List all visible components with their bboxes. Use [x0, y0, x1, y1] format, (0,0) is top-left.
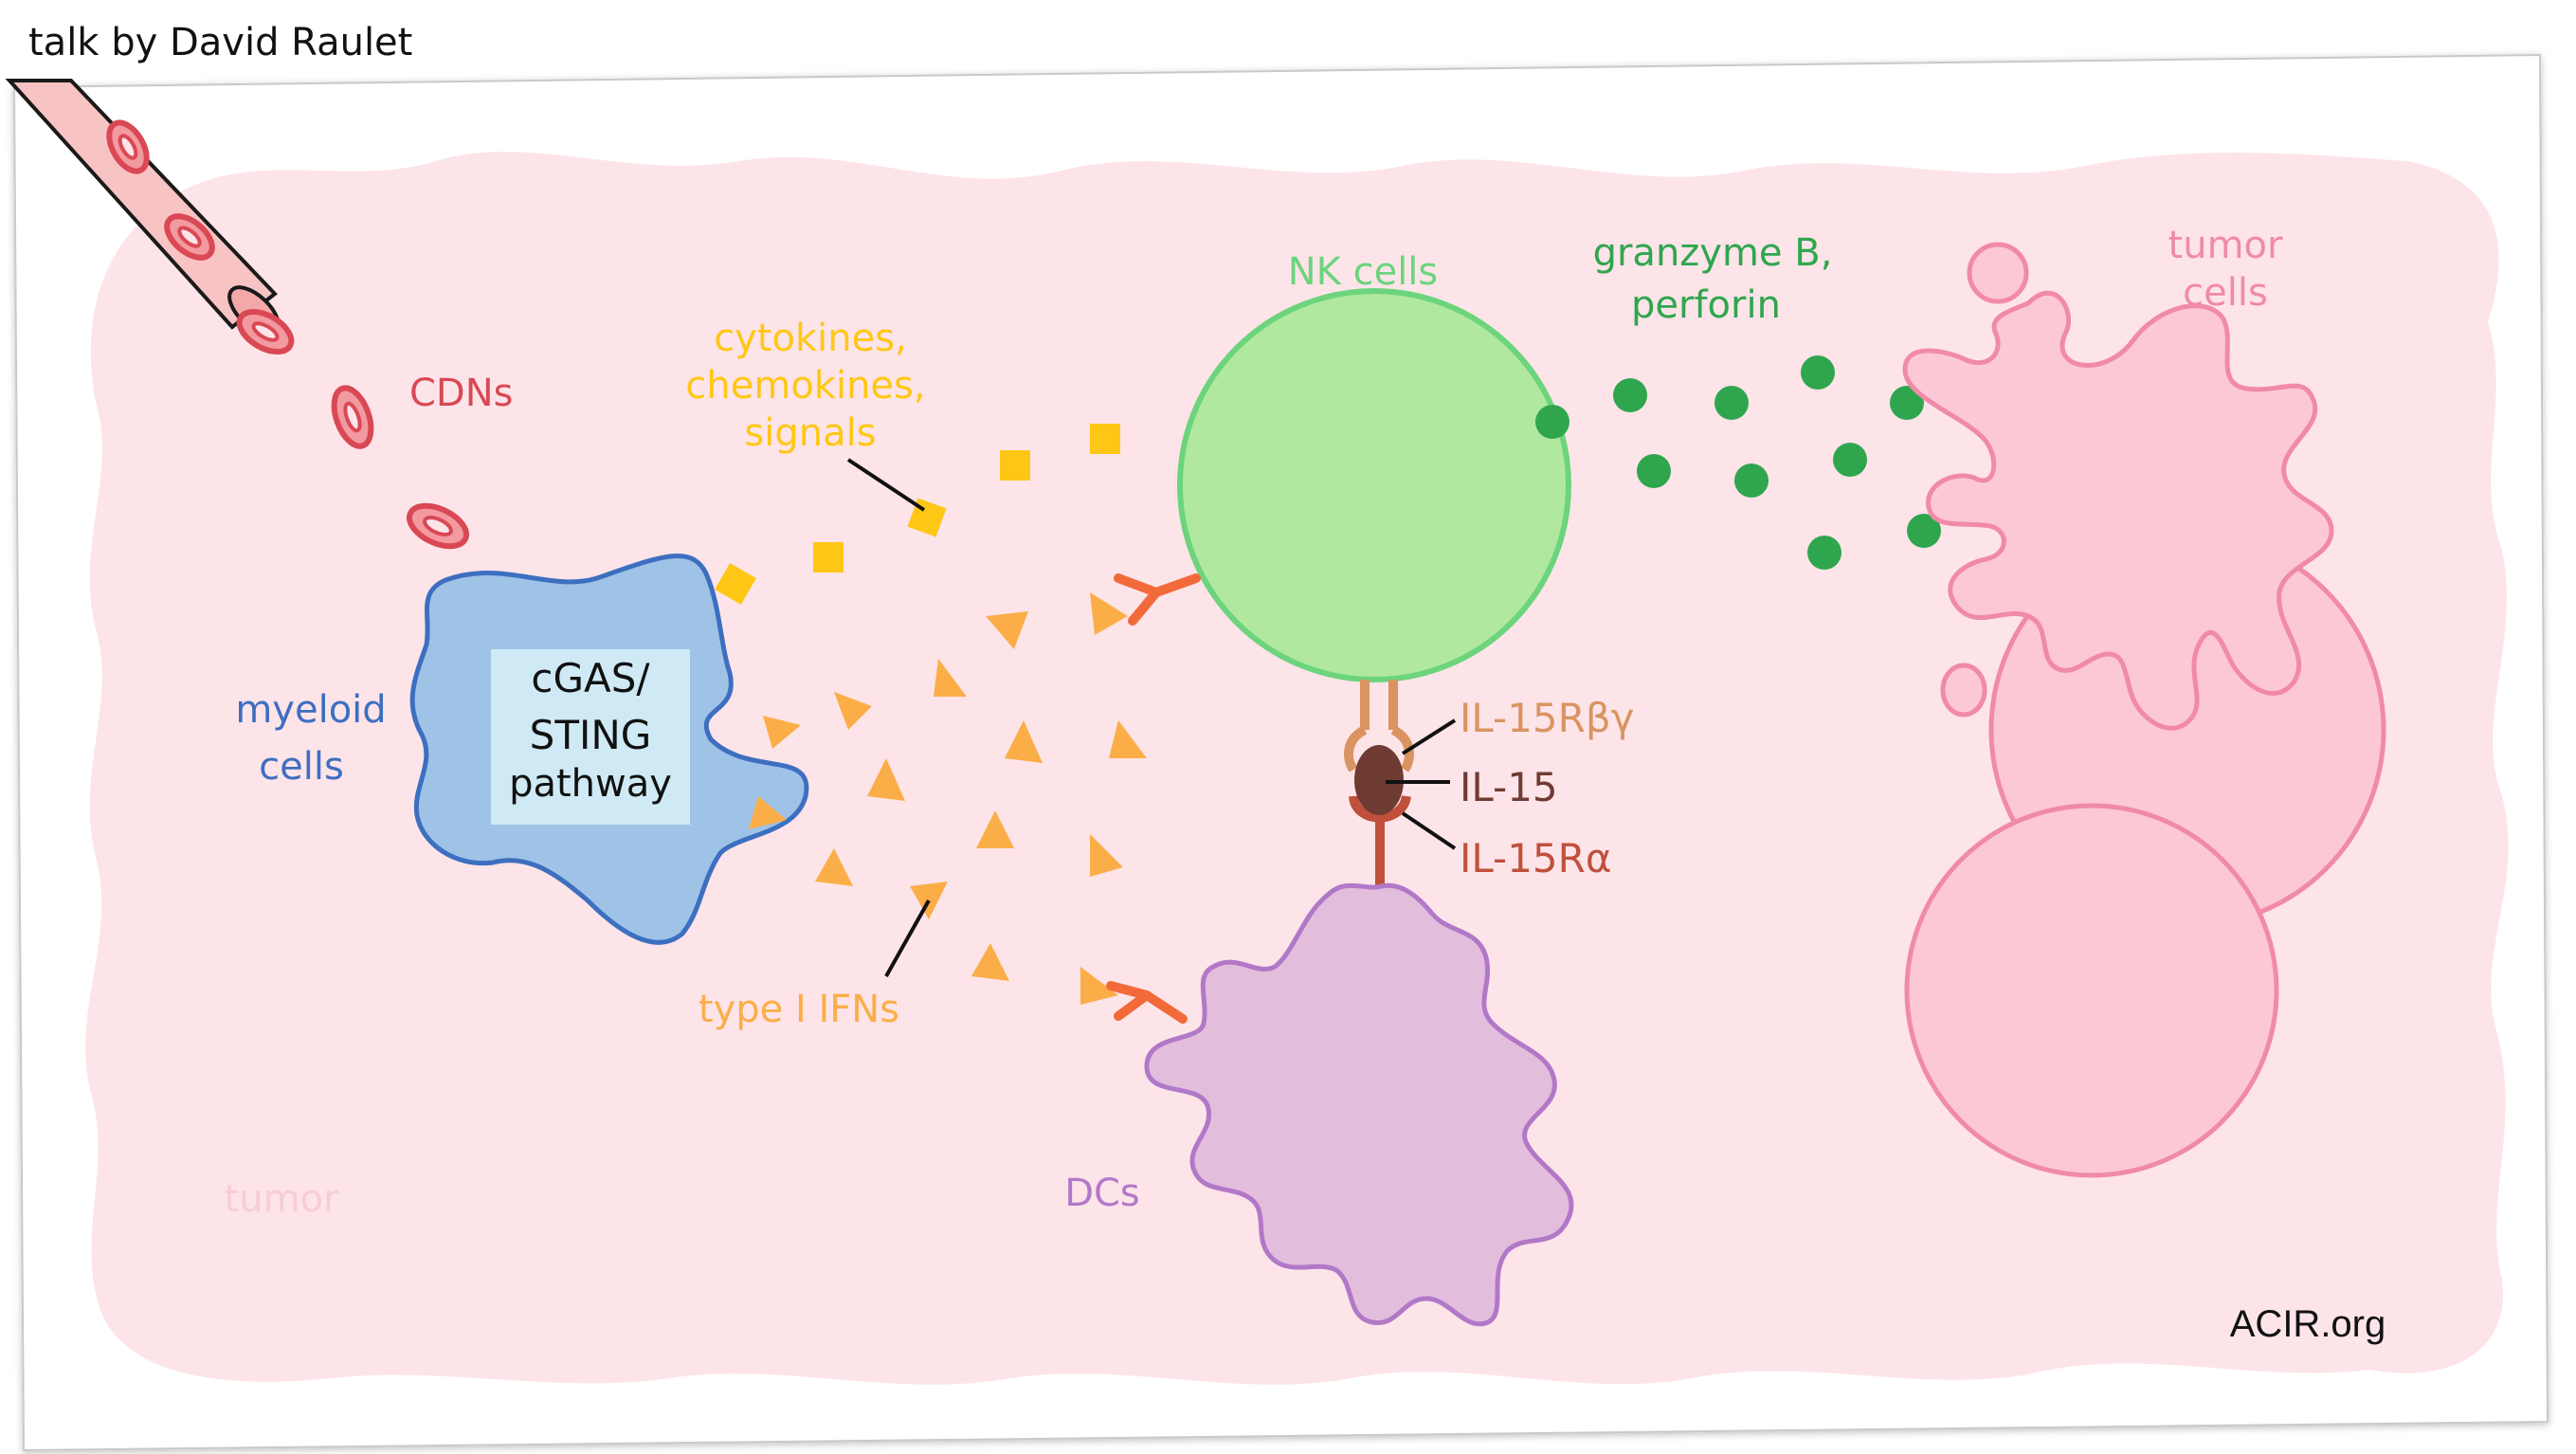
il15-molecule	[1354, 745, 1404, 815]
nk-receptor	[1114, 573, 1201, 626]
tumor-cells-label-line1: tumor	[2168, 224, 2283, 267]
granzyme-label-line1: granzyme B,	[1593, 231, 1833, 275]
nk-cell	[1177, 288, 1571, 682]
sting-label-line1: cGAS/	[531, 655, 650, 701]
cytokines-label-line3: signals	[744, 411, 876, 455]
tumor-label: tumor	[225, 1177, 339, 1221]
dc-cell	[1144, 882, 1574, 1327]
sting-label-line2: STING	[530, 712, 652, 758]
granzyme-label-line2: perforin	[1631, 283, 1781, 327]
cytokine-squares	[715, 424, 1120, 605]
il15rbg-label: IL-15Rβγ	[1460, 695, 1635, 741]
tumor-cell-irregular	[1902, 290, 2334, 731]
nk-cells-label: NK cells	[1288, 250, 1439, 294]
sting-pathway-box	[491, 649, 690, 825]
tumor-cells	[1902, 242, 2386, 1178]
granzyme-dots	[1535, 355, 1941, 570]
il15-complex	[1344, 680, 1414, 896]
cdns-label: CDNs	[409, 372, 514, 415]
cytokine-pointer	[846, 458, 926, 512]
ifn-triangles	[749, 592, 1147, 1005]
cytokines-label-line1: cytokines,	[714, 317, 907, 360]
tumor-cells-label-line2: cells	[2183, 271, 2268, 315]
myeloid-label-line2: cells	[259, 745, 344, 789]
il15ra-label: IL-15Rα	[1460, 835, 1612, 881]
dc-receptor	[1106, 981, 1188, 1024]
sting-label-line3: pathway	[509, 762, 672, 806]
il15ra-pointer	[1401, 811, 1457, 850]
dcs-label: DCs	[1064, 1172, 1140, 1215]
tumor-background	[85, 152, 2509, 1385]
acir-watermark: ACIR.org	[2230, 1303, 2386, 1345]
myeloid-label-line1: myeloid	[235, 688, 386, 732]
il15-label: IL-15	[1460, 764, 1558, 810]
tumor-cell-circle-2	[1904, 803, 2279, 1178]
il15rbg-pointer	[1401, 718, 1457, 755]
ifn-pointer	[884, 900, 931, 977]
type-ifn-label: type I IFNs	[698, 988, 899, 1031]
cytokines-label-line2: chemokines,	[685, 364, 925, 408]
credit-text: talk by David Raulet	[28, 21, 412, 64]
